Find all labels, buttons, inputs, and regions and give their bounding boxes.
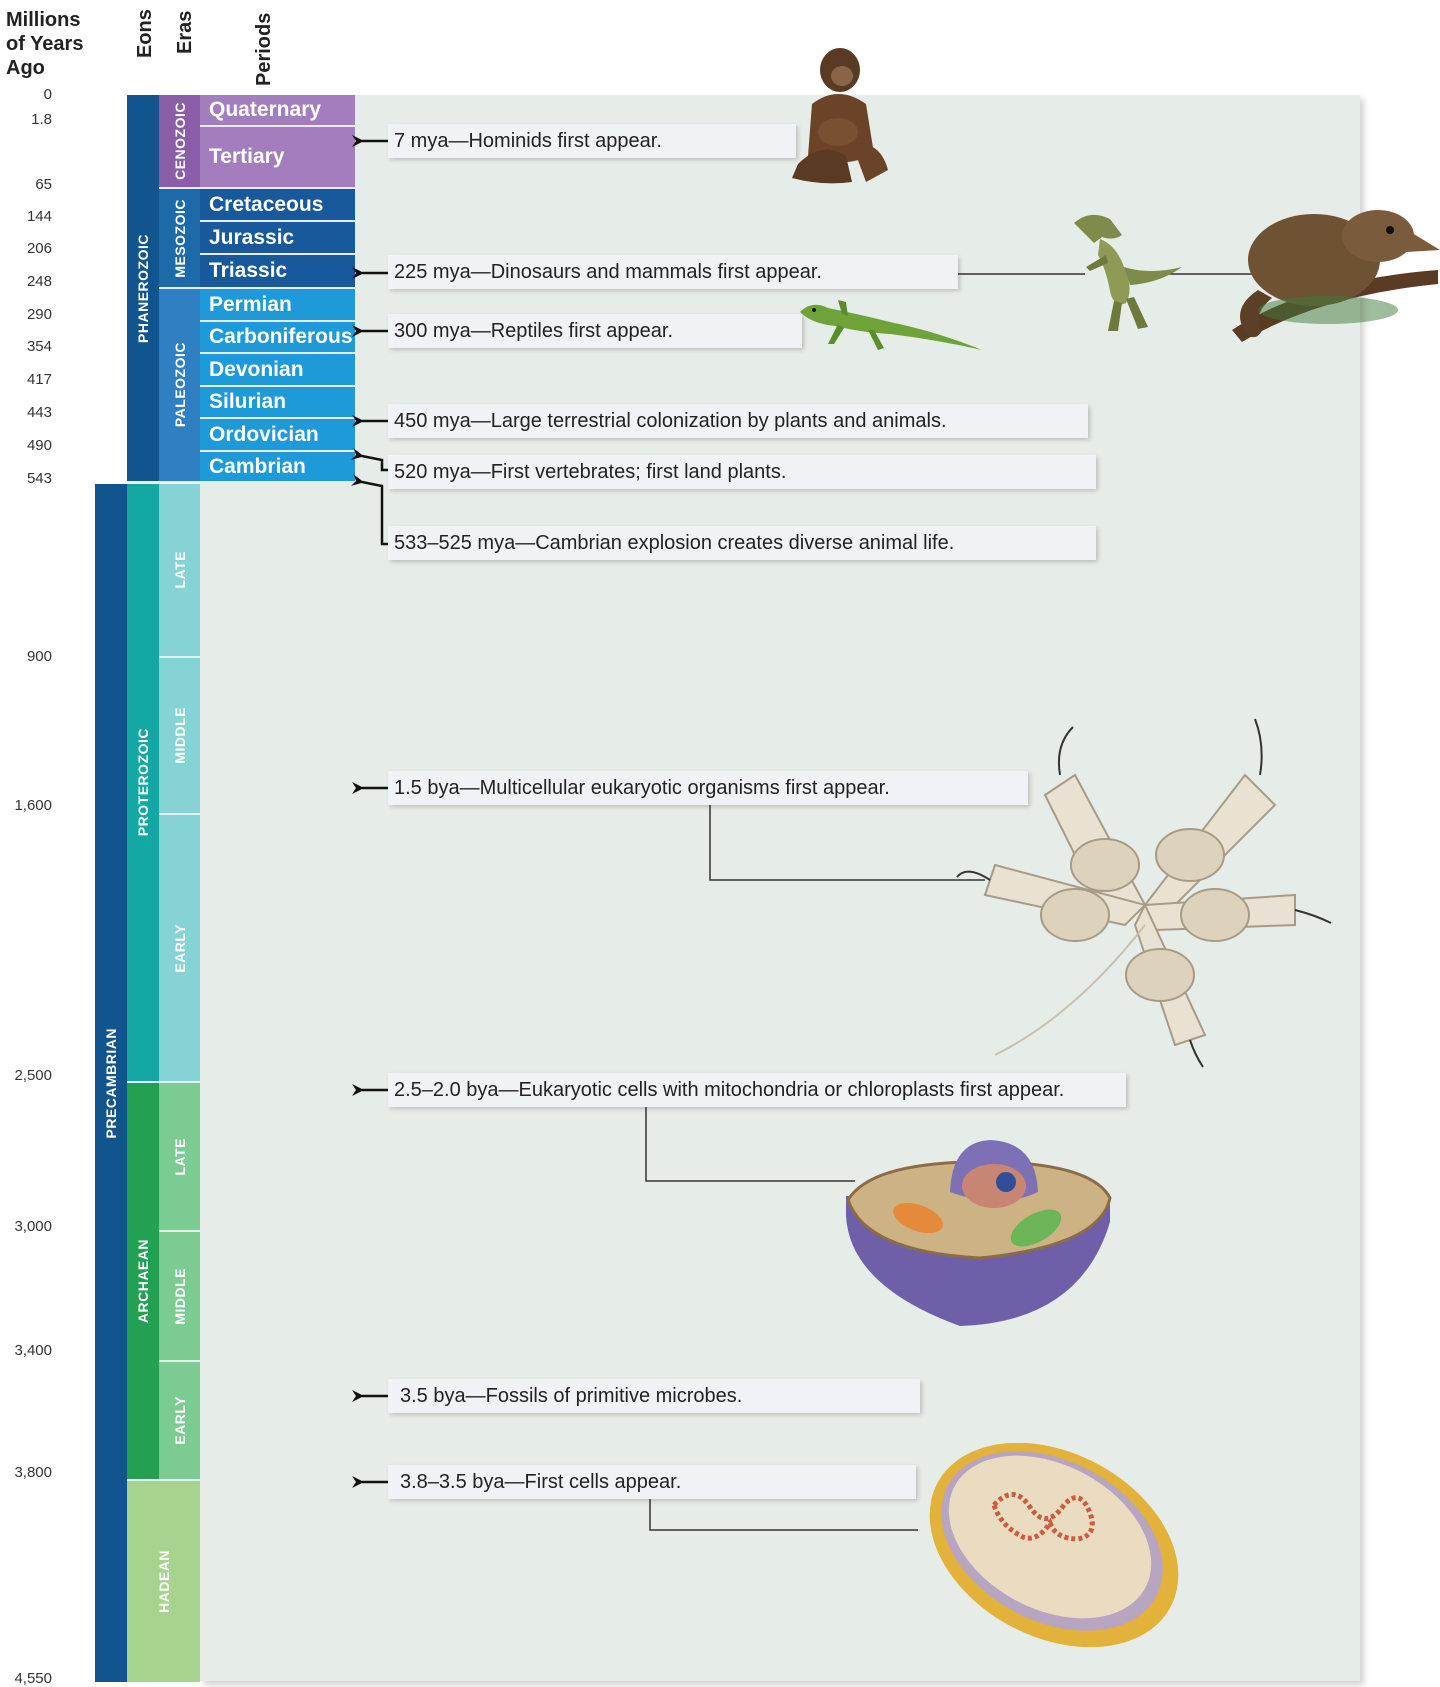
eon-label: PRECAMBRIAN [103,1028,119,1139]
tick-label: 490 [0,437,52,454]
tick-label: 1.8 [0,111,52,128]
era-proterozoic-middle: MIDDLE [159,658,200,815]
era-label: MESOZOIC [172,199,188,278]
eons-header: Eons [134,6,157,58]
era-label: EARLY [172,1396,188,1445]
era-mesozoic: MESOZOIC [159,189,200,289]
hominid-icon [782,44,894,186]
era-archaean-middle: MIDDLE [159,1232,200,1362]
era-archaean-late: LATE [159,1083,200,1232]
eon-hadean: HADEAN [127,1481,200,1682]
eon-label: PROTEROZOIC [135,728,151,836]
tick-label: 3,000 [0,1218,52,1235]
tick-label: 3,400 [0,1342,52,1359]
era-label: MIDDLE [172,1268,188,1325]
event-eukaryotic-organelles: 2.5–2.0 bya—Eukaryotic cells with mitoch… [388,1073,1126,1107]
tick-label: 443 [0,404,52,421]
period-devonian: Devonian [200,354,355,387]
era-archaean-early: EARLY [159,1362,200,1481]
tick-label: 3,800 [0,1464,52,1481]
lizard-icon [798,298,982,360]
event-vertebrates-land-plants: 520 mya—First vertebrates; first land pl… [388,455,1096,489]
eukaryotic-cell-icon [840,1136,1116,1330]
eon-label: HADEAN [156,1550,172,1613]
eon-proterozoic: PROTEROZOIC [127,484,159,1083]
colonial-eukaryote-icon [955,715,1335,1071]
event-dinosaurs-mammals: 225 mya—Dinosaurs and mammals first appe… [388,255,958,289]
era-label: CENOZOIC [172,102,188,180]
period-ordovician: Ordovician [200,419,355,452]
tick-label: 417 [0,371,52,388]
period-jurassic: Jurassic [200,222,355,255]
tick-label: 1,600 [0,797,52,814]
era-paleozoic: PALEOZOIC [159,289,200,483]
tick-label: 354 [0,338,52,355]
era-label: LATE [172,551,188,589]
era-label: MIDDLE [172,707,188,764]
era-label: LATE [172,1138,188,1176]
event-reptiles: 300 mya—Reptiles first appear. [388,314,802,348]
event-first-cells: 3.8–3.5 bya—First cells appear. [388,1465,916,1499]
era-proterozoic-late: LATE [159,484,200,658]
prokaryotic-cell-icon [918,1443,1190,1647]
eon-phanerozoic: PHANEROZOIC [127,95,159,483]
event-terrestrial-colonization: 450 mya—Large terrestrial colonization b… [388,404,1088,438]
era-label: PALEOZOIC [172,342,188,427]
tick-label: 543 [0,470,52,487]
tick-label: 65 [0,176,52,193]
periods-header: Periods [253,6,276,86]
event-cambrian-explosion: 533–525 mya—Cambrian explosion creates d… [388,526,1096,560]
eon-label: ARCHAEAN [135,1239,151,1323]
period-cambrian: Cambrian [200,452,355,483]
period-permian: Permian [200,289,355,322]
eon-label: PHANEROZOIC [135,234,151,343]
era-cenozoic: CENOZOIC [159,95,200,189]
event-primitive-microbes: 3.5 bya—Fossils of primitive microbes. [388,1379,920,1413]
eon-precambrian: PRECAMBRIAN [95,484,127,1682]
tick-label: 248 [0,273,52,290]
dinosaur-icon [1064,205,1184,335]
years-header: Millions of Years Ago [6,8,96,80]
tick-label: 4,550 [0,1670,52,1687]
tick-label: 0 [0,86,52,103]
event-multicellular-eukaryotes: 1.5 bya—Multicellular eukaryotic organis… [388,771,1028,805]
period-quaternary: Quaternary [200,95,355,127]
eon-archaean: ARCHAEAN [127,1083,159,1481]
tick-label: 900 [0,648,52,665]
early-mammal-icon [1228,180,1440,350]
period-tertiary: Tertiary [200,127,355,189]
tick-label: 144 [0,208,52,225]
era-label: EARLY [172,924,188,973]
period-silurian: Silurian [200,387,355,419]
tick-label: 206 [0,240,52,257]
period-triassic: Triassic [200,255,355,289]
tick-label: 290 [0,306,52,323]
tick-label: 2,500 [0,1067,52,1084]
period-cretaceous: Cretaceous [200,189,355,222]
eras-header: Eras [174,6,197,54]
era-proterozoic-early: EARLY [159,815,200,1083]
period-carboniferous: Carboniferous [200,322,355,354]
event-hominids: 7 mya—Hominids first appear. [388,124,796,158]
